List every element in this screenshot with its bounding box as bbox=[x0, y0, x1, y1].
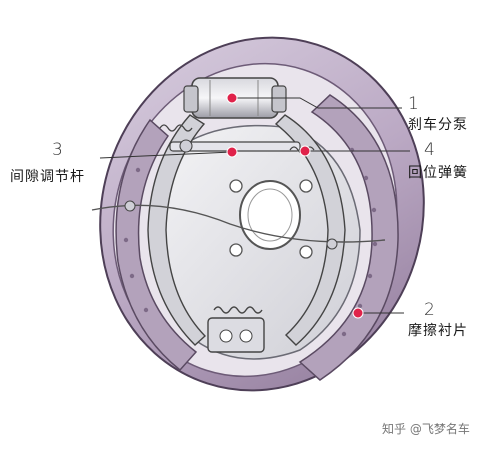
marker-1 bbox=[226, 92, 238, 104]
callout-number-2: 2 bbox=[424, 300, 435, 320]
return-spring-lower bbox=[213, 306, 263, 314]
friction-lining-band bbox=[298, 94, 399, 381]
callout-line-3 bbox=[99, 151, 233, 159]
left-brake-shoe bbox=[147, 114, 207, 346]
callout-label-3: 间隙调节杆 bbox=[10, 169, 85, 185]
callout-number-3: 3 bbox=[52, 140, 63, 160]
marker-2 bbox=[352, 307, 364, 319]
right-brake-shoe bbox=[274, 114, 346, 346]
anchor-block bbox=[207, 317, 265, 353]
marker-4 bbox=[299, 145, 311, 157]
callout-label-4: 回位弹簧 bbox=[408, 165, 468, 181]
callout-number-1: 1 bbox=[408, 94, 419, 114]
callout-label-1: 刹车分泵 bbox=[408, 117, 468, 133]
callout-markers bbox=[226, 92, 364, 319]
callout-lines bbox=[99, 97, 410, 314]
callout-line-1 bbox=[232, 97, 402, 109]
marker-3 bbox=[226, 146, 238, 158]
watermark: 知乎 @飞梦名车 bbox=[382, 422, 470, 436]
callout-number-4: 4 bbox=[424, 140, 435, 160]
callout-label-2: 摩擦衬片 bbox=[408, 323, 468, 339]
friction-lining-band-left bbox=[115, 118, 198, 372]
mount-bolt-holes bbox=[229, 179, 313, 259]
